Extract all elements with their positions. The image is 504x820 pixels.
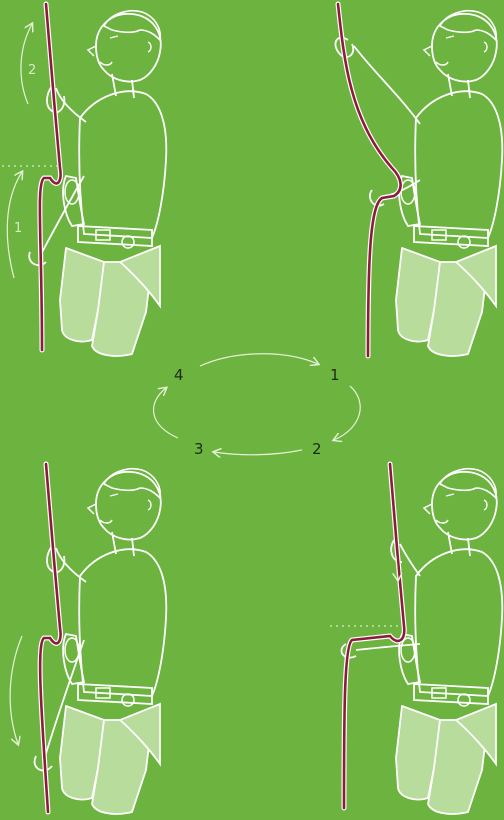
panel-bottom-left: [10, 464, 166, 814]
cycle-label-4: 4: [174, 366, 184, 384]
climber-arm: [356, 644, 420, 650]
climber-figure: [396, 11, 502, 356]
arrow-down-step-3: [10, 636, 22, 744]
climber-hand: [29, 252, 46, 265]
cycle-arrow-4-to-1: [200, 354, 318, 366]
step-label-2: 2: [28, 63, 36, 78]
panel-top-left: 2 1: [2, 4, 166, 356]
climber-figure: [60, 469, 166, 814]
cycle-label-1: 1: [330, 366, 340, 384]
cycle-label-2: 2: [312, 440, 322, 458]
climber-arm: [40, 176, 84, 256]
panel-top-right: [335, 4, 502, 356]
climber-arm: [56, 548, 86, 582]
climber-arm: [400, 544, 420, 576]
cycle-arrow-3-to-4: [154, 388, 179, 438]
cycle-arrow-1-to-2: [334, 386, 360, 440]
climber-arm: [354, 46, 420, 124]
climber-figure: [396, 469, 502, 814]
cycle-arrow-2-to-3: [214, 450, 302, 455]
panel-bottom-right: [330, 464, 502, 814]
climber-figure: [60, 11, 166, 356]
step-label-1: 1: [14, 221, 22, 236]
cycle-diagram: 1 2 3 4: [154, 354, 361, 458]
cycle-label-3: 3: [194, 440, 204, 458]
